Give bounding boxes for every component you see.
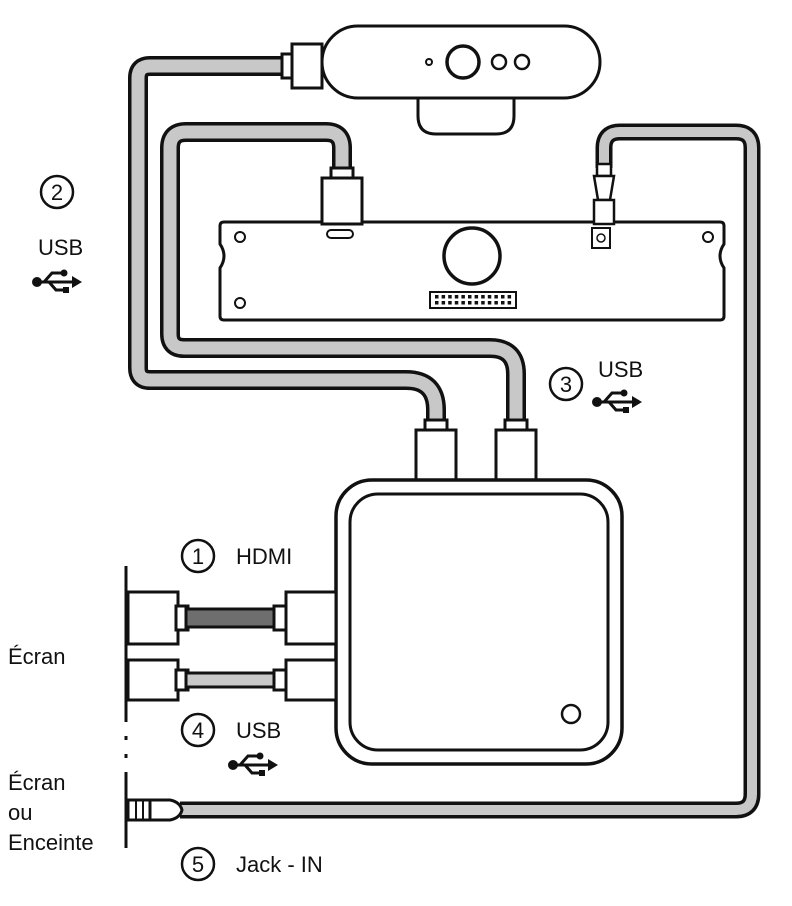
jack-cable: [180, 123, 761, 819]
hdmi-cable: [126, 590, 338, 646]
number-badge: [180, 846, 216, 882]
connector-pin: [501, 301, 505, 305]
connector-pin: [454, 301, 459, 305]
hub-top-plugs: [414, 418, 538, 482]
usb-icon: [30, 268, 84, 295]
number-badge: [180, 538, 216, 574]
connection-number: 3: [560, 372, 572, 397]
connection-number: 1: [192, 544, 204, 569]
connector-pin: [468, 301, 472, 305]
connector-pin: [461, 301, 465, 305]
number-badge: [548, 366, 584, 402]
connection-number: 2: [51, 180, 63, 205]
usb-icon: [590, 388, 644, 415]
connector-pin: [441, 301, 446, 305]
connector-pin: [448, 301, 452, 305]
connector-pin: [494, 301, 498, 305]
connection-number: 5: [192, 852, 204, 877]
connector-pin: [448, 295, 452, 299]
webcam: [320, 24, 602, 136]
connector-pin: [454, 295, 459, 299]
screen-or-speaker-line3: Enceinte: [8, 830, 94, 855]
screen-or-speaker-line1: Écran: [8, 770, 65, 795]
connector-pin: [468, 295, 472, 299]
usb-icon: [226, 751, 280, 778]
connector-pin: [481, 301, 485, 305]
speaker-bar-jack-plug: [592, 162, 616, 226]
connector-pin: [441, 295, 446, 299]
usb-cable-camera: [128, 56, 446, 432]
connection-label: Jack - IN: [236, 852, 323, 877]
usb-cable-screen: [126, 658, 338, 702]
connection-label: USB: [236, 718, 281, 743]
label-hdmi-1: 1 HDMI: [180, 538, 292, 574]
connection-number: 4: [192, 718, 204, 743]
connector-pin: [494, 295, 498, 299]
label-usb-3: 3 USB: [548, 357, 644, 415]
hub: [334, 478, 624, 766]
screen-or-speaker-line2: ou: [8, 800, 32, 825]
connector-pin: [435, 295, 439, 299]
speaker-bar: [218, 220, 726, 322]
connector-pin: [461, 295, 465, 299]
connector-pin: [435, 301, 439, 305]
connector-pin: [501, 295, 505, 299]
connection-label: HDMI: [236, 544, 292, 569]
jack-plug: [126, 798, 184, 822]
webcam-usb-plug: [280, 42, 324, 90]
connector-pin: [487, 295, 492, 299]
label-usb-2: 2 USB: [30, 174, 84, 295]
speaker-bar-connector: [435, 295, 512, 305]
connector-pin: [474, 295, 479, 299]
number-badge: [180, 712, 216, 748]
connection-label: USB: [598, 357, 643, 382]
connector-pin: [487, 301, 492, 305]
connector-pin: [507, 301, 512, 305]
speaker-bar-usb-plug: [320, 166, 364, 226]
connector-pin: [474, 301, 479, 305]
connection-label: USB: [38, 235, 83, 260]
connector-pin: [507, 295, 512, 299]
number-badge: [39, 174, 75, 210]
connector-pin: [481, 295, 485, 299]
label-usb-4: 4 USB: [180, 712, 281, 778]
label-jack-5: 5 Jack - IN: [180, 846, 323, 882]
usb-cable-micbar: [160, 122, 526, 432]
screen-label: Écran: [8, 644, 65, 669]
